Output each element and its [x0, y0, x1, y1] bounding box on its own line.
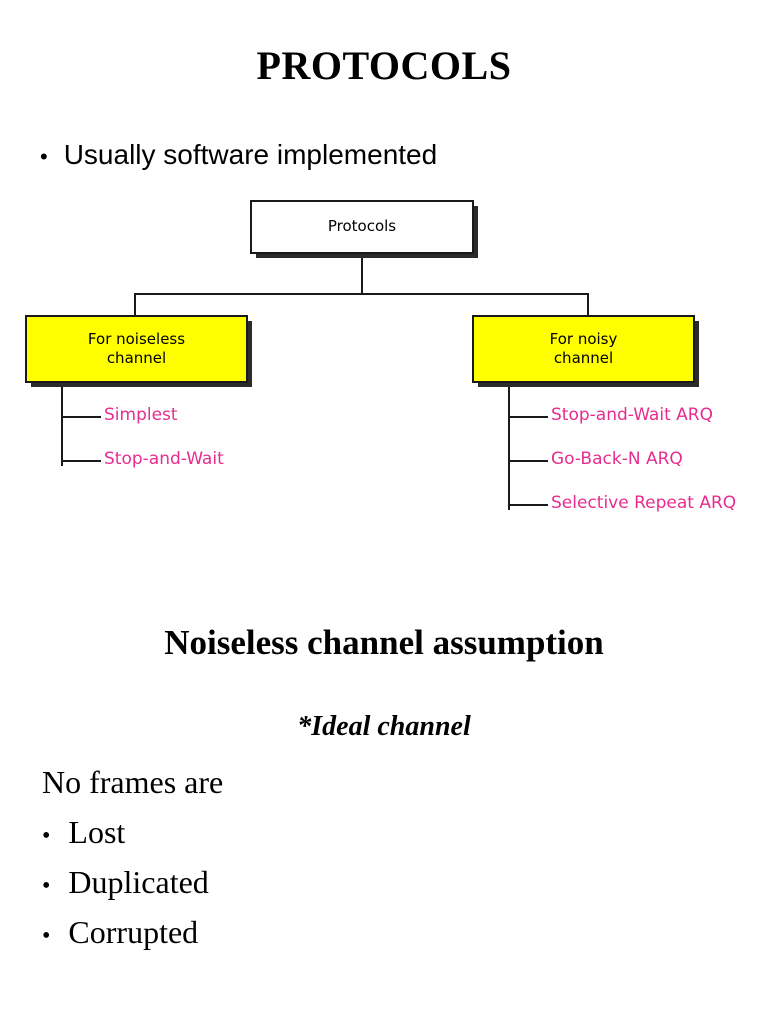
- connector-spine-noisy: [508, 383, 510, 510]
- tree-node-noiseless-line1: For noiseless: [87, 329, 186, 348]
- assumption-lead-in: No frames are: [42, 764, 224, 800]
- bullet-marker-icon: •: [42, 923, 51, 949]
- page-title: PROTOCOLS: [256, 43, 512, 88]
- tree-node-protocols-label: Protocols: [327, 217, 397, 236]
- connector-stub-simplest: [61, 416, 101, 418]
- list-item: • Corrupted: [42, 916, 542, 966]
- connector-stub-stop-and-wait-arq: [508, 416, 548, 418]
- tree-node-for-noiseless-channel: For noiseless channel: [25, 315, 248, 383]
- connector-root-trunk: [361, 254, 363, 294]
- connector-stub-stop-and-wait: [61, 460, 101, 462]
- assumption-heading: Noiseless channel assumption: [164, 623, 604, 662]
- connector-stub-selective-repeat-arq: [508, 504, 548, 506]
- connector-stub-go-back-n-arq: [508, 460, 548, 462]
- list-item: • Lost: [42, 816, 542, 866]
- tree-node-protocols: Protocols: [250, 200, 474, 254]
- assumption-list: • Lost • Duplicated • Corrupted: [42, 816, 542, 966]
- protocols-tree-diagram: Protocols For noiseless channel For nois…: [0, 190, 768, 540]
- tree-leaf-stop-and-wait: Stop-and-Wait: [104, 449, 224, 469]
- tree-node-noisy-line2: channel: [553, 349, 614, 367]
- connector-drop-noiseless: [134, 293, 136, 317]
- bullet-marker-icon: •: [40, 144, 48, 169]
- connector-horizontal-bus: [134, 293, 589, 295]
- tree-node-noiseless-line2: channel: [106, 349, 167, 367]
- list-item-label: Corrupted: [68, 914, 199, 950]
- bullet-marker-icon: •: [42, 823, 51, 849]
- list-item-label: Duplicated: [68, 864, 209, 900]
- tree-leaf-simplest: Simplest: [104, 405, 178, 425]
- connector-spine-noiseless: [61, 383, 63, 466]
- list-item-label: Lost: [68, 814, 126, 850]
- tree-leaf-selective-repeat-arq: Selective Repeat ARQ: [551, 493, 737, 513]
- assumption-subheading: *Ideal channel: [297, 711, 471, 742]
- connector-drop-noisy: [587, 293, 589, 317]
- tree-node-noisy-line1: For noisy: [549, 329, 618, 348]
- top-bullet-label: Usually software implemented: [63, 139, 438, 170]
- bullet-marker-icon: •: [42, 873, 51, 899]
- tree-leaf-stop-and-wait-arq: Stop-and-Wait ARQ: [551, 405, 713, 425]
- list-item: • Duplicated: [42, 866, 542, 916]
- tree-node-for-noisy-channel: For noisy channel: [472, 315, 695, 383]
- tree-leaf-go-back-n-arq: Go-Back-N ARQ: [551, 449, 683, 469]
- top-bullet-item: • Usually software implemented: [40, 139, 437, 171]
